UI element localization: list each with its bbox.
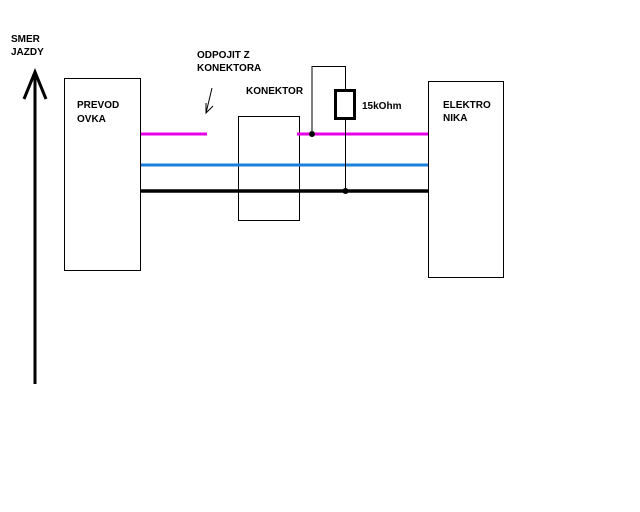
resistor-label: 15kOhm (362, 101, 402, 112)
pointer-arrow-icon (205, 87, 214, 115)
direction-label-line2: JAZDY (11, 47, 44, 58)
transmission-label-line2: OVKA (77, 114, 106, 125)
junction-dot-black (342, 188, 349, 194)
connector-box (238, 116, 300, 221)
transmission-label-line1: PREVOD (77, 100, 120, 111)
electronics-label-line1: ELEKTRO (443, 100, 491, 111)
resistor-branch (309, 66, 356, 194)
transmission-box (64, 78, 141, 271)
electronics-box (428, 81, 504, 278)
direction-label-line1: SMER (11, 34, 40, 45)
direction-arrow-icon (22, 68, 48, 384)
resistor-symbol (334, 89, 356, 120)
junction-dot-magenta (309, 131, 315, 137)
electronics-label-line2: NIKA (443, 113, 468, 124)
disconnect-label-line2: KONEKTORA (197, 63, 262, 74)
connector-label: KONEKTOR (246, 86, 304, 97)
disconnect-label-line1: ODPOJIT Z (197, 50, 250, 61)
